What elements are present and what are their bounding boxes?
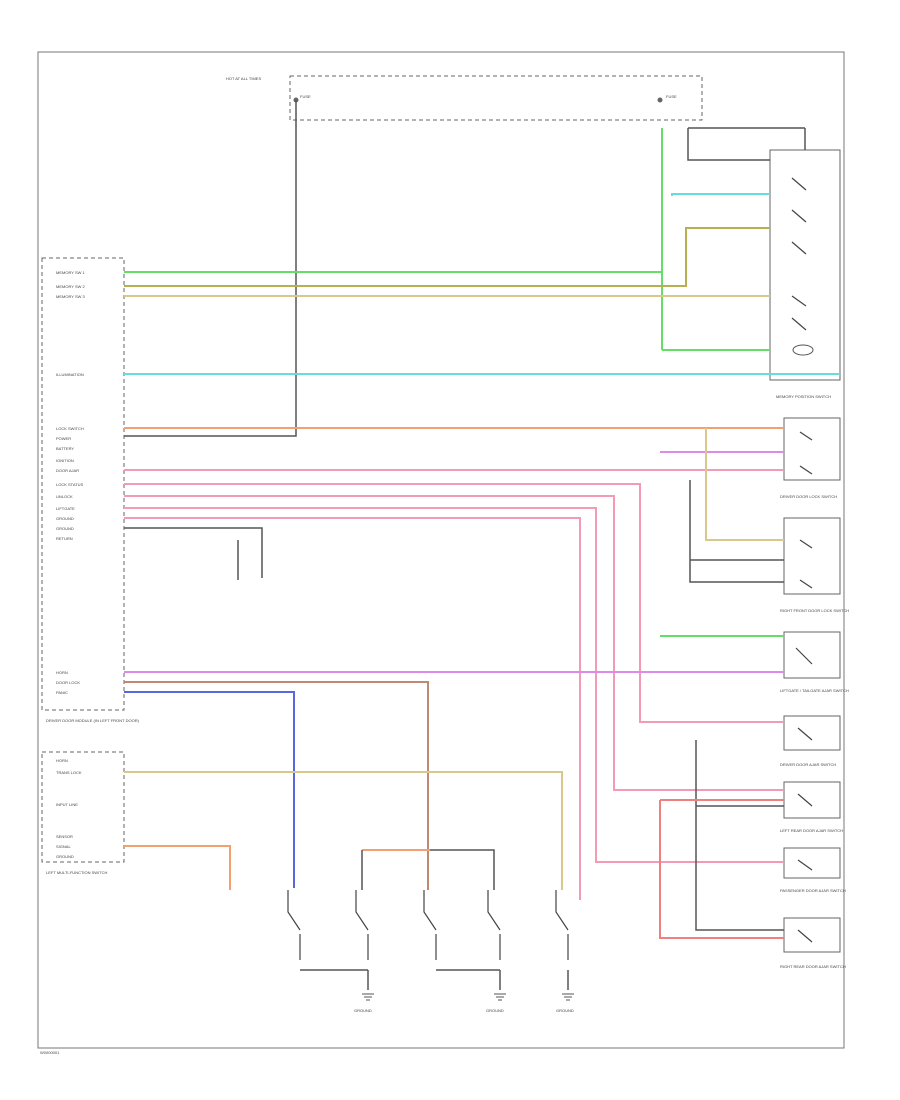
pin-label-panic: PANIC	[56, 690, 68, 695]
pin-label-illumination: ILLUMINATION	[56, 372, 84, 377]
door-ajar-wire-pink-2	[124, 483, 784, 723]
lock-return-tan	[705, 428, 784, 541]
liftgate-ajar-switch-box	[783, 631, 841, 679]
ground-3-label: GROUND	[556, 1008, 574, 1013]
right-front-lock-switch-label: RIGHT FRONT DOOR LOCK SWITCH	[780, 608, 849, 613]
ajar-return-dark	[695, 740, 784, 931]
pin-label-memory-1: MEMORY SW 1	[56, 270, 86, 275]
door-lock-wire-brown	[124, 681, 429, 890]
ground-icon-2: GROUND	[486, 993, 506, 1013]
pin-label-horn: HORN	[56, 670, 68, 675]
door-ajar-wire-pink-5	[124, 517, 581, 900]
fuse-right-icon	[657, 97, 663, 103]
fuse-label-left: FUSE	[300, 94, 311, 99]
switch-2-icon	[355, 890, 369, 960]
driver-lock-switch-box	[783, 417, 841, 481]
memory-switch-label: MEMORY POSITION SWITCH	[776, 394, 831, 399]
switch-3-icon	[423, 890, 437, 960]
pin-label-ground-1: GROUND	[56, 516, 74, 521]
pin-label-memory-2: MEMORY SW 2	[56, 284, 86, 289]
pin-label-mfs-horn: HORN	[56, 758, 68, 763]
memory-switch-contacts	[791, 177, 807, 331]
pin-label-door-ajar: DOOR AJAR	[56, 468, 79, 473]
door-ajar-wire-pink-3	[124, 495, 784, 791]
driver-lock-switch-label: DRIVER DOOR LOCK SWITCH	[780, 494, 837, 499]
pin-label-ignition: IGNITION	[56, 458, 74, 463]
pin-label-lock-switch: LOCK SWITCH	[56, 426, 84, 431]
power-wire-top-right	[687, 127, 805, 161]
ground-1-label: GROUND	[354, 1008, 372, 1013]
driver-ajar-switch-box	[783, 715, 841, 751]
pin-label-mfs-ground: GROUND	[56, 854, 74, 859]
ajar-return-red	[659, 799, 784, 939]
module-ground-wire	[124, 527, 263, 580]
memory-wire-2	[124, 227, 770, 287]
pin-label-unlock: UNLOCK	[56, 494, 73, 499]
diagram-frame	[37, 51, 845, 1049]
panic-wire-blue	[124, 691, 295, 888]
passenger-ajar-switch-box	[783, 847, 841, 879]
liftgate-ajar-switch-label: LIFTGATE / TAILGATE AJAR SWITCH	[780, 688, 849, 693]
pin-label-battery: BATTERY	[56, 446, 74, 451]
driver-door-module-label: DRIVER DOOR MODULE (IN LEFT FRONT DOOR)	[46, 718, 140, 723]
memory-wire-cyan	[671, 193, 770, 196]
pin-label-return: RETURN	[56, 536, 73, 541]
right-rear-ajar-switch-label: RIGHT REAR DOOR AJAR SWITCH	[780, 964, 846, 969]
lock-return-dark	[689, 480, 784, 583]
mfs-wire-orange	[124, 845, 231, 890]
pin-label-sensor: SENSOR	[56, 834, 73, 839]
switch-5-icon	[555, 890, 569, 960]
door-ajar-wire-pink-4	[124, 507, 784, 863]
left-rear-ajar-switch-label: LEFT REAR DOOR AJAR SWITCH	[780, 828, 843, 833]
pin-label-power: POWER	[56, 436, 71, 441]
power-wire-left	[124, 100, 297, 437]
footer-code: W0000001	[40, 1050, 60, 1055]
pin-label-liftgate: LIFTGATE	[56, 506, 75, 511]
passenger-ajar-switch-label: PASSENGER DOOR AJAR SWITCH	[780, 888, 846, 893]
memory-wire-1	[124, 128, 663, 350]
fuse-box	[289, 75, 703, 121]
pin-label-signal: SIGNAL	[56, 844, 71, 849]
fuse-box-label: HOT AT ALL TIMES	[226, 76, 261, 81]
driver-ajar-switch-label: DRIVER DOOR AJAR SWITCH	[780, 762, 836, 767]
switch-feed-dark	[361, 849, 495, 890]
lock-switch-contacts	[795, 431, 813, 943]
pin-label-input-line: INPUT LINE	[56, 802, 78, 807]
pin-label-lock-status: LOCK STATUS	[56, 482, 84, 487]
right-rear-ajar-switch-box	[783, 917, 841, 953]
pin-label-memory-3: MEMORY SW 3	[56, 294, 86, 299]
pin-label-door-lock: DOOR LOCK	[56, 680, 80, 685]
switch-4-icon	[487, 890, 501, 960]
pin-label-trans-lock: TRANS LOCK	[56, 770, 82, 775]
ground-icon-3: GROUND	[556, 993, 574, 1013]
right-front-lock-switch-box	[783, 517, 841, 595]
left-rear-ajar-switch-box	[783, 781, 841, 819]
switch-ground-bus	[300, 969, 569, 990]
memory-switch-lamp-icon	[792, 344, 814, 356]
left-multifunction-switch-box	[41, 751, 125, 863]
ground-2-label: GROUND	[486, 1008, 504, 1013]
fuse-label-right: FUSE	[666, 94, 677, 99]
trans-lock-wire-tan	[124, 771, 563, 890]
left-multifunction-switch-label: LEFT MULTI-FUNCTION SWITCH	[46, 870, 108, 875]
pin-label-ground-2: GROUND	[56, 526, 74, 531]
ground-icon-1: GROUND	[354, 993, 374, 1013]
switch-1-icon	[287, 890, 301, 960]
